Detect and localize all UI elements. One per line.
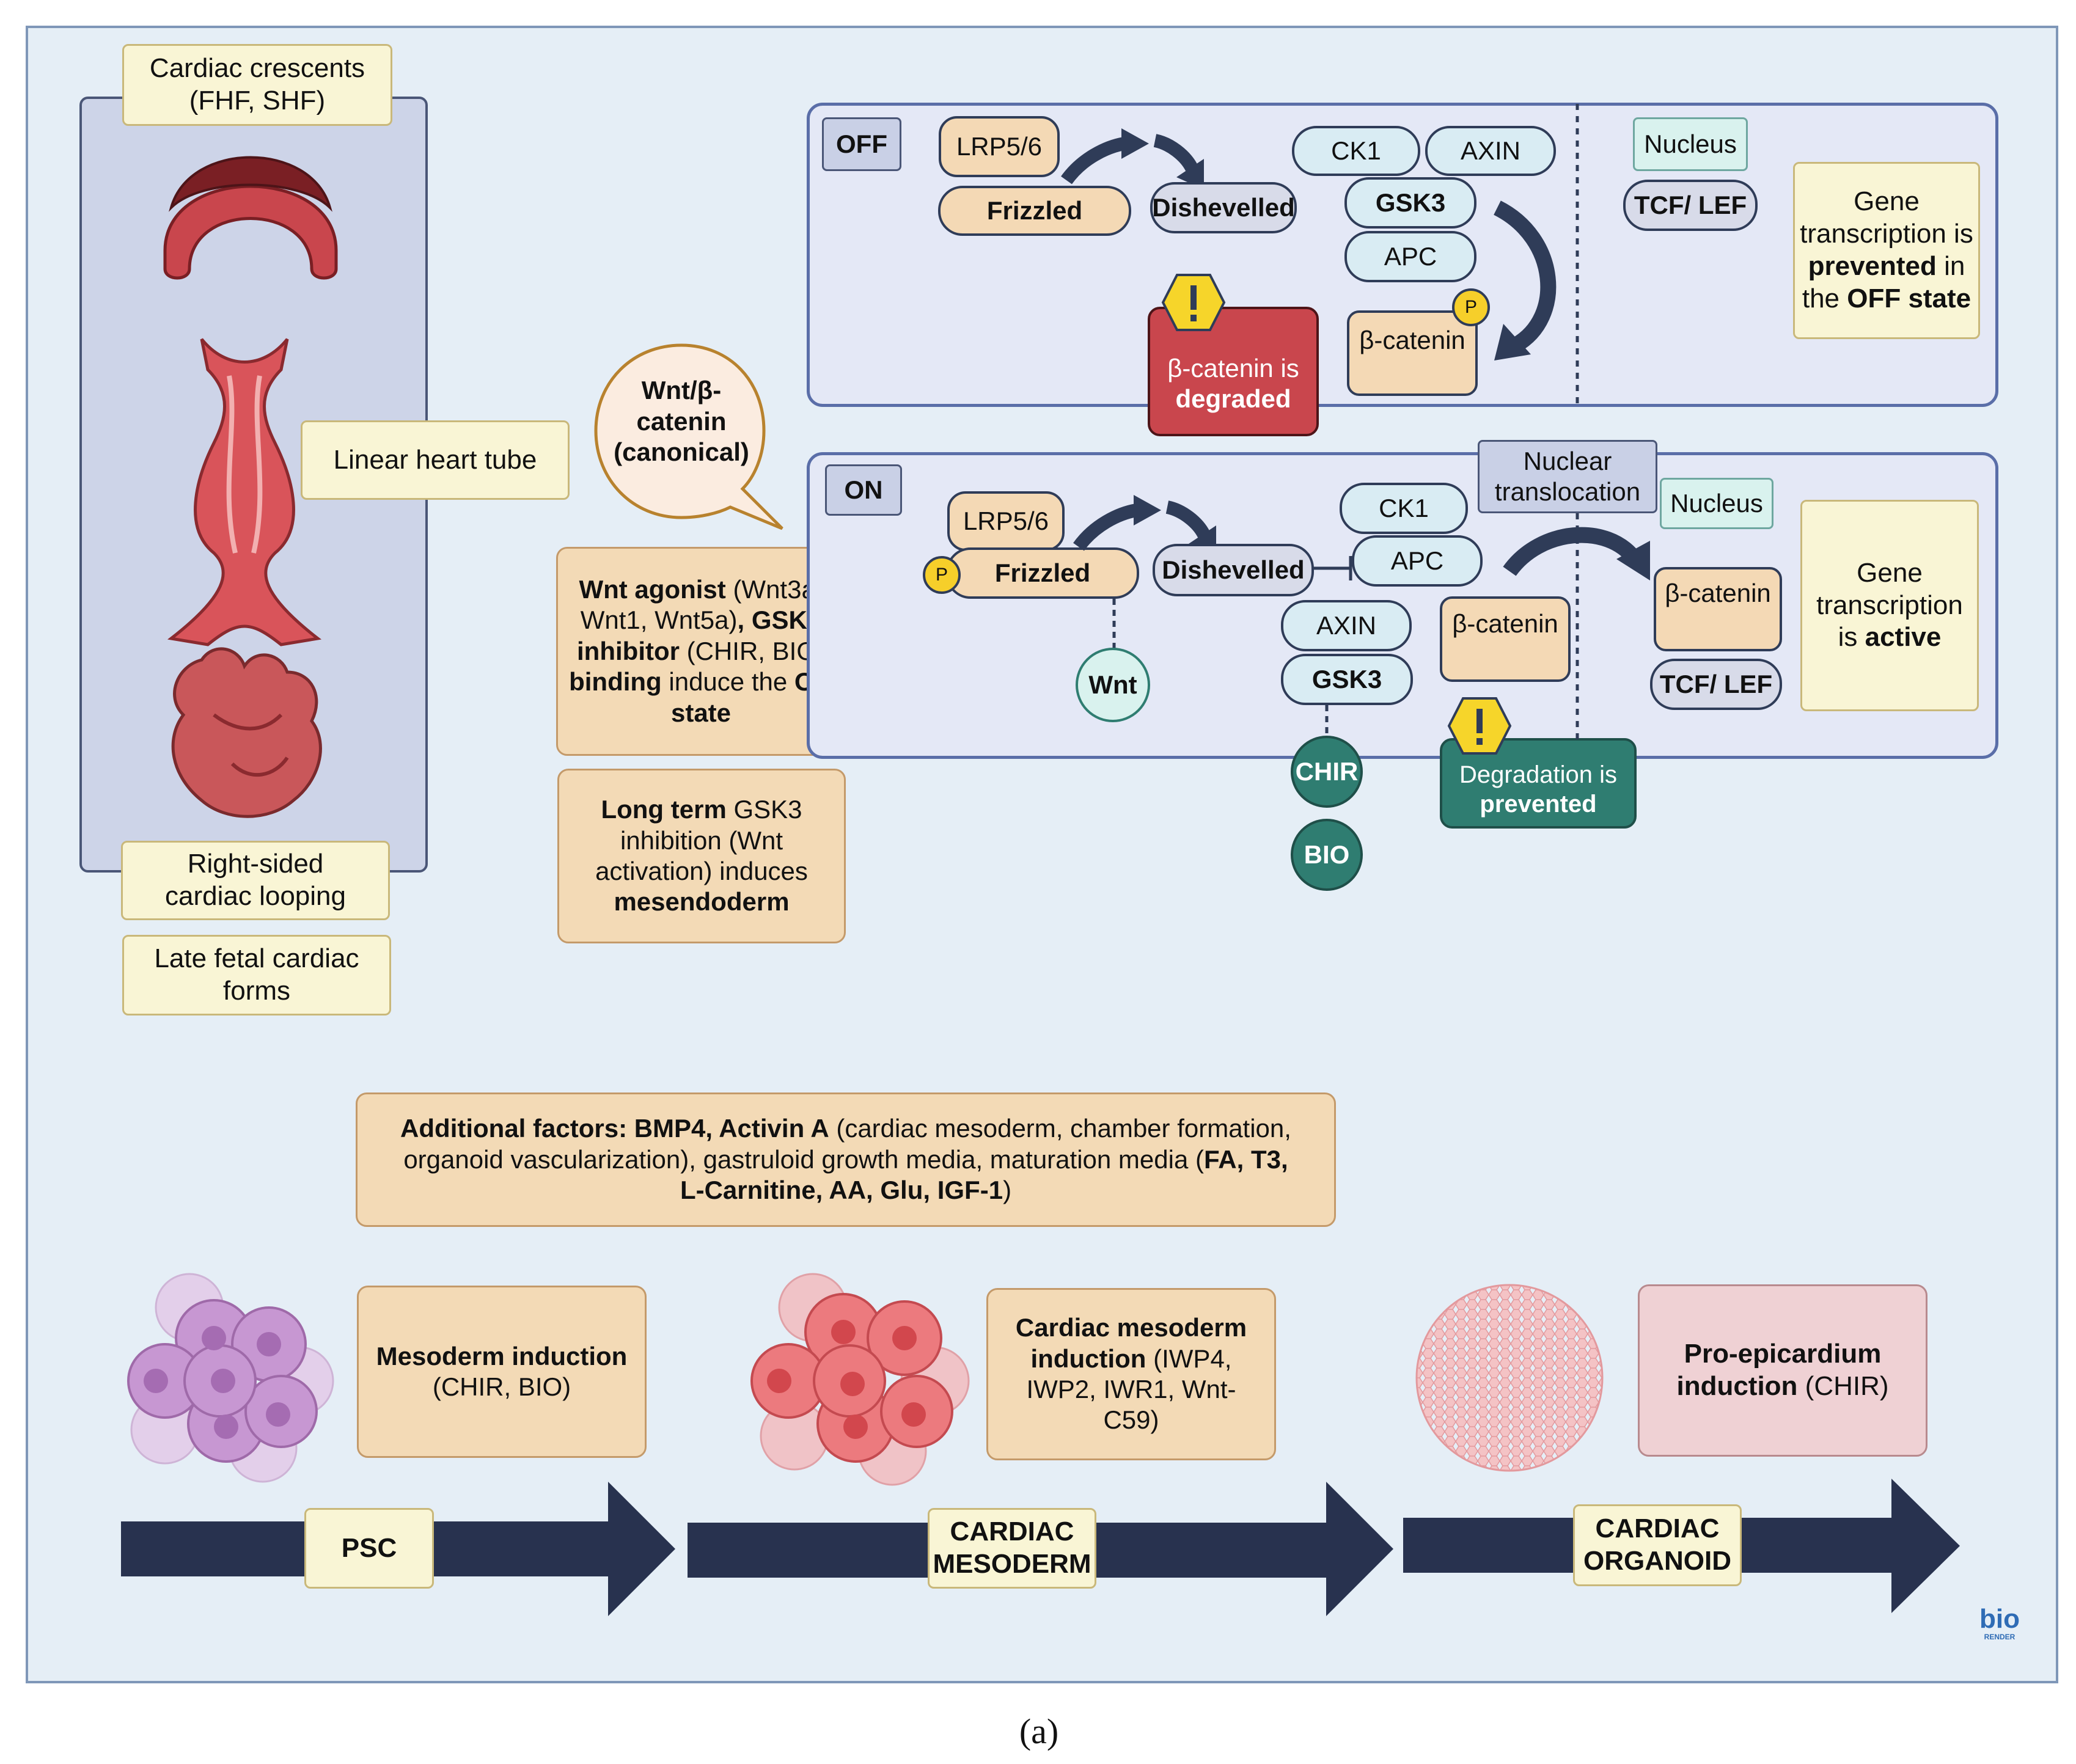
off-axin: AXIN [1425,126,1556,176]
on-tcf-lef: TCF/ LEF [1650,659,1782,710]
label-cardiac-crescents: Cardiac crescents (FHF, SHF) [122,44,392,126]
off-label: OFF [822,117,901,171]
label-linear-heart-tube: Linear heart tube [301,420,570,500]
off-gene-box: Gene transcription is prevented in the O… [1793,162,1980,339]
off-nucleus-label: Nucleus [1633,117,1748,171]
wnt-ligand: Wnt [1076,648,1150,722]
figure-caption: (a) [1019,1711,1059,1751]
off-dishevelled: Dishevelled [1150,182,1297,233]
speech-bubble-icon [594,343,783,530]
on-phospho-badge: P [923,556,961,594]
off-degraded-text: β-catenin is [1167,353,1299,382]
on-frizzled: Frizzled [946,547,1139,599]
stage-cardiac-mesoderm: CARDIAC MESODERM [928,1508,1096,1589]
off-nucleus-divider [1575,104,1579,406]
label-late-fetal: Late fetal cardiac forms [122,935,391,1016]
additional-factors-text: Additional factors: BMP4, Activin A (car… [400,1114,1291,1205]
additional-factors-box: Additional factors: BMP4, Activin A (car… [356,1092,1336,1227]
off-lrp56: LRP5/6 [939,116,1060,177]
off-frizzled: Frizzled [938,186,1131,236]
off-gsk3: GSK3 [1344,177,1476,229]
stage-psc: PSC [304,1508,434,1589]
agonist-text: Wnt agonist (Wnt3a, Wnt1, Wnt5a), GSK3 i… [569,575,833,727]
on-warning-icon [1447,697,1512,755]
off-apc: APC [1344,231,1476,282]
on-translocation-arrow [1503,527,1650,580]
off-warning-icon [1161,274,1226,331]
nuclear-translocation-label: Nuclear translocation [1478,440,1657,513]
wnt-dashed-link [1112,599,1116,654]
off-curved-arrow [1493,200,1557,360]
mesoderm-induction-text: Mesoderm induction (CHIR, BIO) [376,1341,628,1401]
looped-heart-icon [171,647,322,818]
linear-heart-tube-icon [167,338,322,646]
off-degraded-box: β-catenin is degraded [1148,307,1319,436]
cardiac-mesoderm-induction-box: Cardiac mesoderm induction (IWP4, IWP2, … [986,1288,1276,1460]
bio-inhibitor: BIO [1291,819,1363,891]
on-beta-catenin-nuclear: β-catenin [1654,567,1782,651]
off-tcf-lef: TCF/ LEF [1623,180,1758,231]
cardiac-mesoderm-induction-text: Cardiac mesoderm induction (IWP4, IWP2, … [1015,1313,1247,1435]
off-degraded-bold: degraded [1175,384,1291,413]
off-arrow-lrp-to-dishevelled [1061,128,1204,189]
on-dishevelled: Dishevelled [1153,544,1314,596]
mesoderm-induction-box: Mesoderm induction (CHIR, BIO) [357,1286,647,1458]
psc-cluster-icon [127,1273,334,1483]
biorender-logo: bio RENDER [1979,1604,2020,1642]
prevented-text: Degradation is [1459,761,1617,788]
timeline-arrowhead-2 [1326,1482,1393,1616]
on-label: ON [825,464,902,516]
on-axin: AXIN [1281,600,1412,651]
bubble-wnt-canonical: Wnt/β- catenin (canonical) [614,376,749,467]
crescent-heart-icon [163,156,338,280]
on-arrow-lrp-to-dishevelled [1073,495,1216,556]
timeline-arrowhead-3 [1891,1479,1960,1613]
off-gene-text: Gene transcription is prevented in the O… [1800,186,1973,313]
long-term-text: Long term GSK3 inhibition (Wnt activatio… [595,795,808,917]
on-inhibition-line [1313,556,1352,580]
on-gene-text: Gene transcription is active [1816,557,1963,653]
stage-cardiac-organoid: CARDIAC ORGANOID [1573,1504,1742,1586]
prevented-bold: prevented [1480,791,1597,818]
on-nucleus-divider [1575,513,1579,739]
pro-epicardium-induction-box: Pro-epicardium induction (CHIR) [1638,1284,1927,1457]
off-phospho-badge: P [1452,288,1490,326]
on-gsk3: GSK3 [1281,654,1413,705]
pro-epicardium-induction-text: Pro-epicardium induction (CHIR) [1676,1339,1889,1401]
on-gene-box: Gene transcription is active [1800,500,1979,711]
on-ck1: CK1 [1340,483,1468,534]
on-apc: APC [1352,535,1483,587]
long-term-box: Long term GSK3 inhibition (Wnt activatio… [557,769,846,943]
off-beta-catenin: β-catenin [1347,310,1478,396]
cardiac-organoid-icon [1415,1284,1604,1472]
on-lrp56: LRP5/6 [947,491,1065,551]
on-nucleus-label: Nucleus [1660,478,1773,529]
cardiac-mesoderm-cluster-icon [750,1273,970,1486]
timeline-arrowhead-1 [608,1482,675,1616]
on-beta-catenin: β-catenin [1440,596,1571,682]
label-cardiac-looping: Right-sided cardiac looping [121,841,390,920]
agonist-box: Wnt agonist (Wnt3a, Wnt1, Wnt5a), GSK3 i… [556,547,846,756]
off-ck1: CK1 [1292,126,1420,176]
chir-inhibitor: CHIR [1291,736,1363,808]
